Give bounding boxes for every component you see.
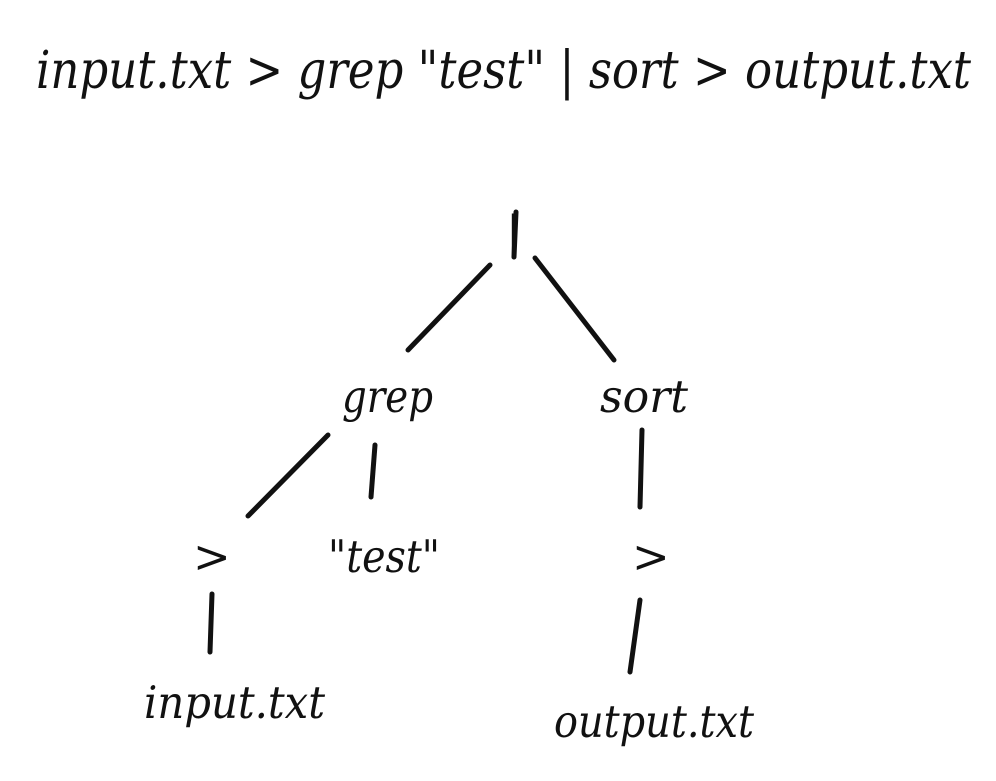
node-sort: sort [600,370,689,423]
edge-root-grep [405,262,493,353]
node-input-file: input.txt [144,676,326,729]
tree-edges [207,209,645,675]
node-grep: grep [342,370,433,423]
node-pattern: "test" [328,530,440,583]
tree-nodes: | grep sort > "test" > input.txt output.… [144,206,755,748]
edge-redirect-out-output-file [627,597,643,675]
edge-grep-redirect-in [245,432,331,519]
edge-grep-pattern [368,442,378,500]
edge-pipe-root-mark [511,209,519,260]
node-redirect-in: > [193,530,231,583]
node-pipe: | [506,206,521,259]
command-line: input.txt > grep "test" | sort > output.… [36,41,971,101]
edge-sort-redirect-out [637,427,645,510]
edge-redirect-in-input-file [207,591,215,655]
node-redirect-out: > [632,530,670,583]
edge-root-sort [532,255,617,363]
node-output-file: output.txt [554,695,755,748]
